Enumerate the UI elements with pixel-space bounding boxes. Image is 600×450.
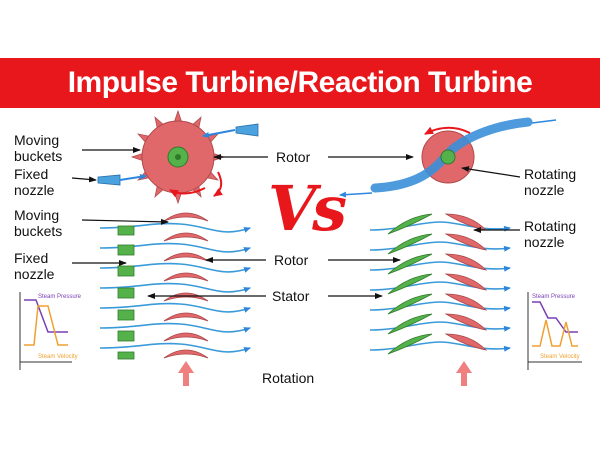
reaction-rotor-wheel xyxy=(339,117,557,198)
impulse-top-nozzle xyxy=(202,123,259,138)
impulse-moving-buckets xyxy=(163,212,209,359)
fixed-nozzle-line2: nozzle xyxy=(14,182,55,198)
rotating-nozzle-label-mid: Rotating nozzle xyxy=(524,218,576,250)
reaction-moving-blades xyxy=(444,213,488,351)
reaction-flow-lines xyxy=(369,221,511,352)
reaction-mini-graph: Steam Pressure Steam Velocity xyxy=(527,292,582,370)
fixed-nozzle-label-top: Fixed nozzle xyxy=(14,166,54,198)
rotating-nozzle-label-top: Rotating nozzle xyxy=(524,166,576,198)
rotor-label-top: Rotor xyxy=(276,149,311,165)
moving-buckets-label-mid: Moving buckets xyxy=(14,207,62,239)
reaction-rotation-arrow xyxy=(456,361,472,386)
fixed-nozzle-mid-line1: Fixed xyxy=(14,250,49,266)
impulse-turbine-title: Impulse Turbine xyxy=(67,66,290,99)
rotating-nozzle-mid-line2: nozzle xyxy=(524,234,565,250)
impulse-rotor-wheel xyxy=(130,109,226,205)
stator-label: Stator xyxy=(272,288,310,304)
rotating-nozzle-line1: Rotating xyxy=(524,166,577,182)
reaction-fixed-blades xyxy=(387,213,433,355)
reaction-velocity-label: Steam Velocity xyxy=(540,354,580,360)
moving-buckets-line2: buckets xyxy=(14,148,63,164)
fixed-nozzle-label-mid: Fixed nozzle xyxy=(14,250,54,282)
reaction-pressure-label: Steam Pressure xyxy=(532,294,576,300)
impulse-mini-graph: Steam Pressure Steam Velocity xyxy=(19,292,82,370)
impulse-fixed-nozzle-icon xyxy=(97,173,147,186)
fixed-nozzle-line1: Fixed xyxy=(14,166,49,182)
rotor-label-mid: Rotor xyxy=(274,252,309,268)
rotation-label: Rotation xyxy=(262,370,315,386)
impulse-fixed-nozzles xyxy=(117,225,135,360)
rotating-nozzle-line2: nozzle xyxy=(524,182,565,198)
reaction-turbine-title: Reaction Turbine xyxy=(297,66,533,99)
impulse-velocity-label: Steam Velocity xyxy=(38,354,78,360)
vs-label: Vs xyxy=(268,172,347,245)
moving-buckets-mid-line1: Moving xyxy=(14,207,60,223)
rotating-nozzle-mid-line1: Rotating xyxy=(524,218,577,234)
title-banner: Impulse Turbine / Reaction Turbine xyxy=(0,58,600,108)
impulse-pressure-label: Steam Pressure xyxy=(38,294,82,300)
fixed-nozzle-mid-line2: nozzle xyxy=(14,266,55,282)
title-divider: / xyxy=(289,66,298,99)
impulse-rotation-arrow xyxy=(178,361,194,386)
leader-lines xyxy=(71,147,521,299)
moving-buckets-line1: Moving xyxy=(14,132,60,148)
moving-buckets-label-top: Moving buckets xyxy=(14,132,62,164)
moving-buckets-mid-line2: buckets xyxy=(14,223,63,239)
